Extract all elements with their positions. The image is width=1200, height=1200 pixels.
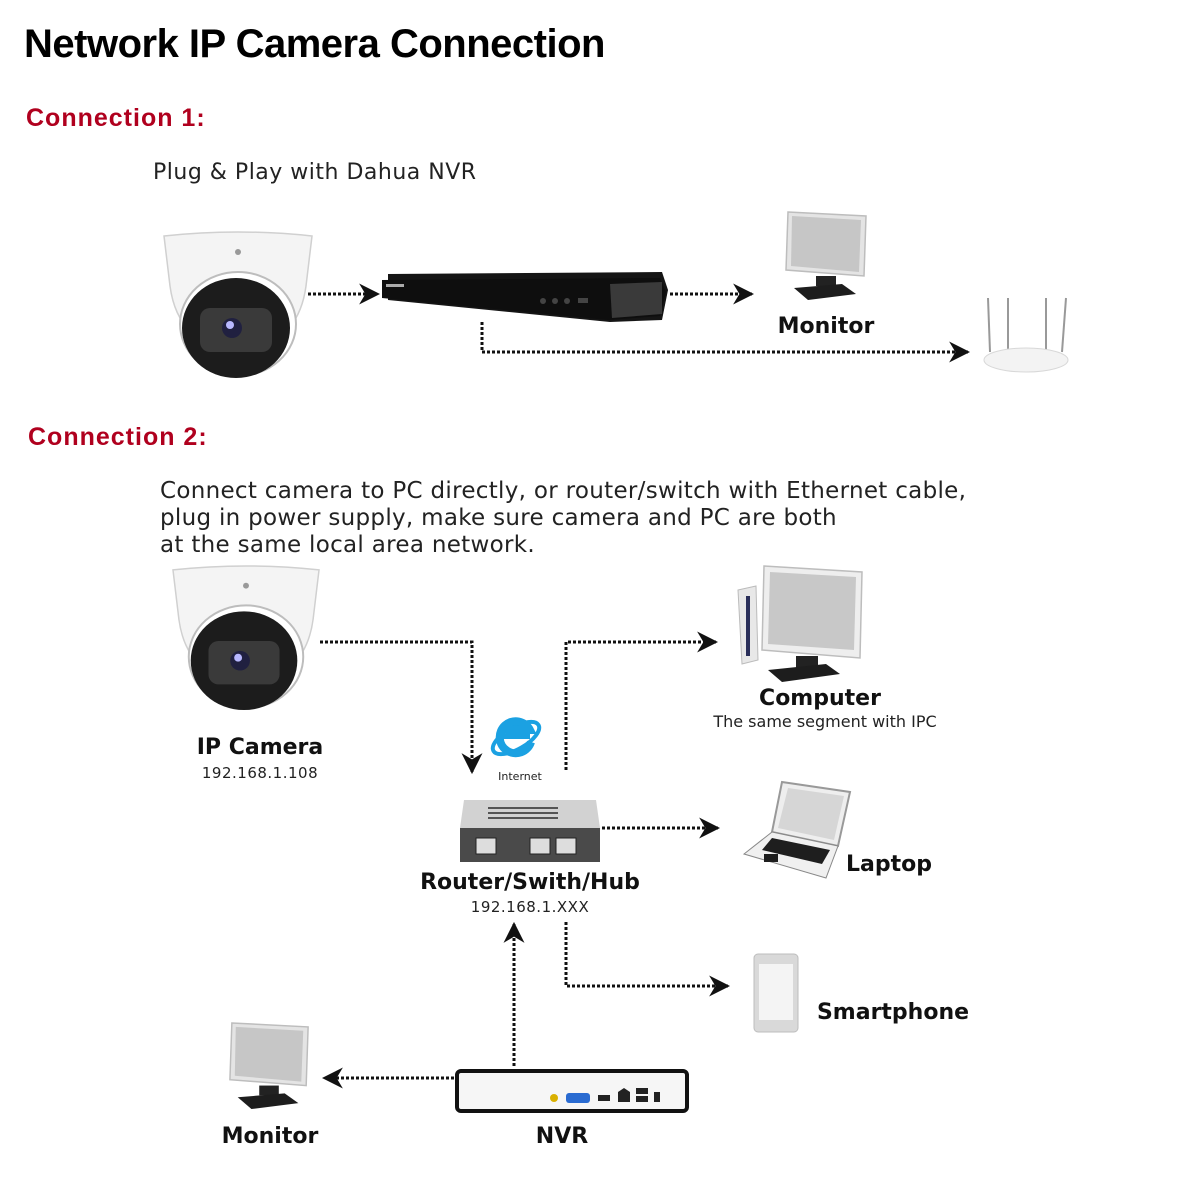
router-address: 192.168.1.XXX [470, 898, 590, 916]
monitor-icon [229, 1022, 309, 1110]
nvr-recorder-icon [455, 1069, 689, 1113]
description-line: Connect camera to PC directly, or router… [160, 478, 967, 504]
connection-1-subtitle: Plug & Play with Dahua NVR [153, 160, 477, 185]
smartphone-label: Smartphone [816, 1000, 970, 1025]
smartphone-icon [753, 953, 799, 1033]
description-line: plug in power supply, make sure camera a… [160, 505, 837, 531]
monitor-icon [785, 211, 867, 300]
description-line: at the same local area network. [160, 532, 535, 558]
desktop-computer-icon [737, 565, 863, 682]
computer-label: Computer [759, 686, 881, 711]
link-router-to-computer [564, 631, 719, 770]
switch-hub-icon [460, 800, 600, 862]
connection-2-heading: Connection 2: [28, 423, 208, 451]
ip-camera-address: 192.168.1.108 [201, 764, 319, 782]
ip-camera-label: IP Camera [196, 735, 324, 760]
laptop-label: Laptop [846, 852, 932, 877]
laptop-icon [742, 780, 852, 879]
monitor-label: Monitor [221, 1124, 319, 1149]
dome-camera-icon [172, 565, 320, 711]
router-label: Router/Swith/Hub [420, 870, 640, 895]
nvr-recorder-icon [382, 272, 668, 322]
monitor-label: Monitor [777, 314, 875, 339]
connection-2-description: Connect camera to PC directly, or router… [160, 478, 966, 559]
page-title: Network IP Camera Connection [24, 22, 605, 66]
link-nvr-to-router [480, 322, 971, 363]
connection-1-heading: Connection 1: [26, 104, 206, 132]
dome-camera-icon [163, 231, 313, 378]
computer-note: The same segment with IPC [713, 712, 937, 731]
internet-explorer-icon [490, 717, 542, 758]
wifi-router-icon [983, 297, 1069, 373]
link-camera-to-router [320, 640, 483, 775]
link-router-to-smartphone [564, 922, 731, 997]
internet-label: Internet [498, 770, 542, 783]
nvr-label: NVR [535, 1124, 589, 1149]
